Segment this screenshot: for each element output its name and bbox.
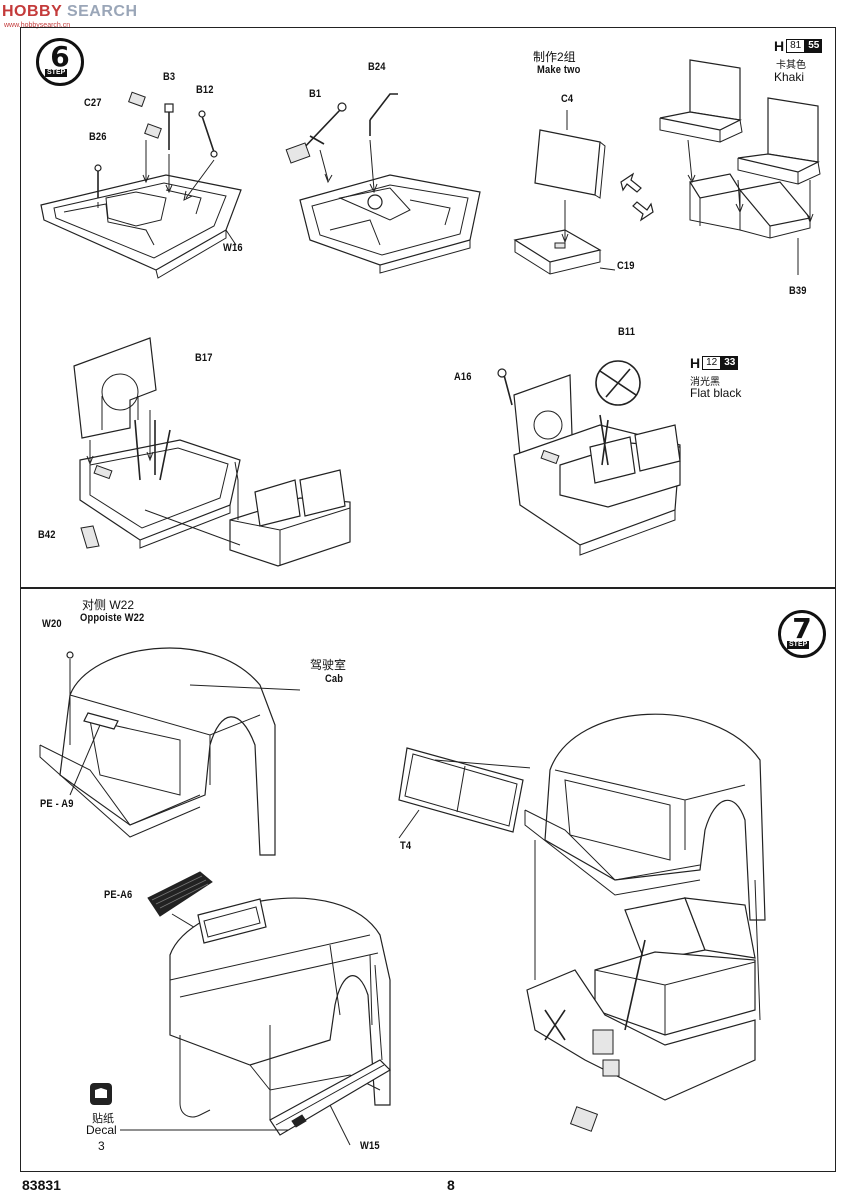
part-label-b17: B17	[195, 352, 213, 364]
footer-page-number: 8	[447, 1177, 455, 1193]
decal-number: 3	[98, 1139, 105, 1153]
watermark-site: www.hobbysearch.cn	[4, 22, 71, 29]
part-label-b39: B39	[789, 285, 807, 297]
opposite-w22-en: Oppoiste W22	[80, 612, 145, 624]
step7-cab-interior-drawing	[524, 713, 766, 1132]
color-black-cn: 消光黑	[690, 377, 720, 388]
step6-floor-levers-drawing	[40, 91, 242, 279]
color-code-flat-black: H 12 33	[690, 355, 739, 371]
opposite-w22-cn: 对侧 W22	[82, 598, 135, 612]
footer-kit-code: 83831	[22, 1177, 61, 1193]
b42-part	[80, 525, 100, 549]
color-code-khaki: H 81 55	[774, 38, 823, 54]
cab-label-en: Cab	[325, 673, 344, 685]
cab-label-cn: 驾驶室	[310, 658, 347, 672]
part-label-b24: B24	[368, 61, 386, 73]
decal-leader-line	[120, 1129, 288, 1131]
step6-badge: 6 STEP	[36, 38, 84, 86]
color-khaki-en: Khaki	[774, 70, 805, 84]
part-label-b26: B26	[89, 131, 107, 143]
decal-en: Decal	[86, 1123, 117, 1137]
decal-cn: 贴纸	[92, 1113, 114, 1125]
step6-seat-pair-b39-drawing	[659, 59, 821, 275]
step6-b17-assembly-drawing	[73, 337, 351, 567]
part-label-w15: W15	[360, 1140, 380, 1152]
step6-steering-assembly-drawing	[497, 360, 681, 556]
step7-cab-rear-drawing	[169, 897, 391, 1146]
part-label-pe-a6: PE-A6	[104, 889, 133, 901]
step7-windshield-t4	[398, 747, 530, 839]
color-black-en: Flat black	[690, 386, 742, 400]
part-label-b11: B11	[618, 326, 636, 338]
step7-badge: 7 STEP	[778, 610, 826, 658]
make-two-en: Make two	[537, 64, 581, 76]
part-label-b42: B42	[38, 529, 56, 541]
color-khaki-cn: 卡其色	[776, 60, 806, 71]
step7-pe-a6-mesh	[147, 871, 213, 928]
part-label-b12: B12	[196, 84, 214, 96]
step6-seat-c4-c19-drawing	[513, 110, 616, 275]
part-label-c4: C4	[561, 93, 574, 105]
make-two-cn: 制作2组	[533, 50, 576, 64]
step6-floor-b1-b24-drawing	[285, 93, 481, 274]
part-label-pe-a9: PE - A9	[40, 798, 74, 810]
part-label-c27: C27	[84, 97, 102, 109]
step6-panel	[20, 27, 836, 588]
part-label-t4: T4	[400, 840, 412, 852]
part-label-b3: B3	[163, 71, 176, 83]
part-label-c19: C19	[617, 260, 635, 272]
part-label-b1: B1	[309, 88, 322, 100]
part-label-a16: A16	[454, 371, 472, 383]
step7-cab-front-drawing	[39, 647, 301, 856]
watermark-logo: HOBBY SEARCH	[2, 3, 138, 20]
step6-direction-arrows	[620, 172, 654, 222]
decal-icon	[90, 1083, 112, 1105]
part-label-w16: W16	[223, 242, 243, 254]
part-label-w20: W20	[42, 618, 62, 630]
step7-panel	[20, 588, 836, 1172]
